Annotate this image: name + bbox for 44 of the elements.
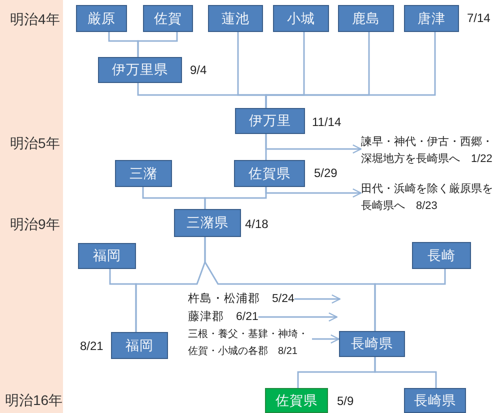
date-label: 8/21 xyxy=(80,338,104,354)
connector-line xyxy=(265,32,436,108)
connector-line xyxy=(109,269,137,332)
region-box: 厳原 xyxy=(76,5,127,32)
transfer-note: 三根・養父・基肄・神埼・佐賀・小城の各郡 8/21 xyxy=(188,326,312,360)
region-box: 唐津 xyxy=(404,5,459,32)
arrow xyxy=(294,294,341,304)
date-label: 11/14 xyxy=(312,114,342,130)
year-label: 明治16年 xyxy=(5,391,63,409)
region-box: 伊万里県 xyxy=(98,57,182,83)
transfer-note: 諫早・神代・伊古・西郷・深堀地方を長崎県へ 1/22 xyxy=(361,134,498,168)
transfer-note: 藤津郡 6/21 xyxy=(188,309,258,325)
year-label: 明治5年 xyxy=(10,134,60,152)
connector-line xyxy=(374,357,437,388)
connector-line xyxy=(137,32,178,57)
region-box: 鹿島 xyxy=(338,5,394,32)
region-box: 福岡 xyxy=(78,243,136,269)
transfer-note: 田代・浜崎を除く厳原県を長崎県へ 8/23 xyxy=(361,181,498,215)
region-box: 蓮池 xyxy=(208,5,263,32)
connector-line xyxy=(374,269,446,331)
region-box: 長崎県 xyxy=(339,331,405,357)
region-box: 長崎県 xyxy=(404,388,466,413)
date-label: 7/14 xyxy=(467,10,490,26)
arrow xyxy=(312,334,340,344)
transfer-note: 杵島・松浦郡 5/24 xyxy=(188,291,294,307)
region-box: 三潴県 xyxy=(174,209,241,237)
year-label: 明治9年 xyxy=(10,215,60,233)
region-box: 福岡 xyxy=(111,332,168,359)
year-label: 明治4年 xyxy=(10,10,60,28)
arrow xyxy=(265,134,362,154)
region-box: 三潴 xyxy=(115,160,172,187)
year-band xyxy=(0,0,63,413)
region-box: 小城 xyxy=(273,5,329,32)
date-label: 5/29 xyxy=(314,165,338,181)
arrow xyxy=(265,187,362,198)
date-label: 5/9 xyxy=(337,393,354,409)
region-box: 佐賀県 xyxy=(265,388,328,413)
arrow xyxy=(258,312,338,322)
region-box: 伊万里 xyxy=(235,108,305,134)
region-box: 長崎 xyxy=(412,242,471,269)
date-label: 4/18 xyxy=(245,216,268,232)
date-label: 9/4 xyxy=(190,62,207,78)
region-box: 佐賀県 xyxy=(234,160,305,187)
region-box: 佐賀 xyxy=(143,5,193,32)
